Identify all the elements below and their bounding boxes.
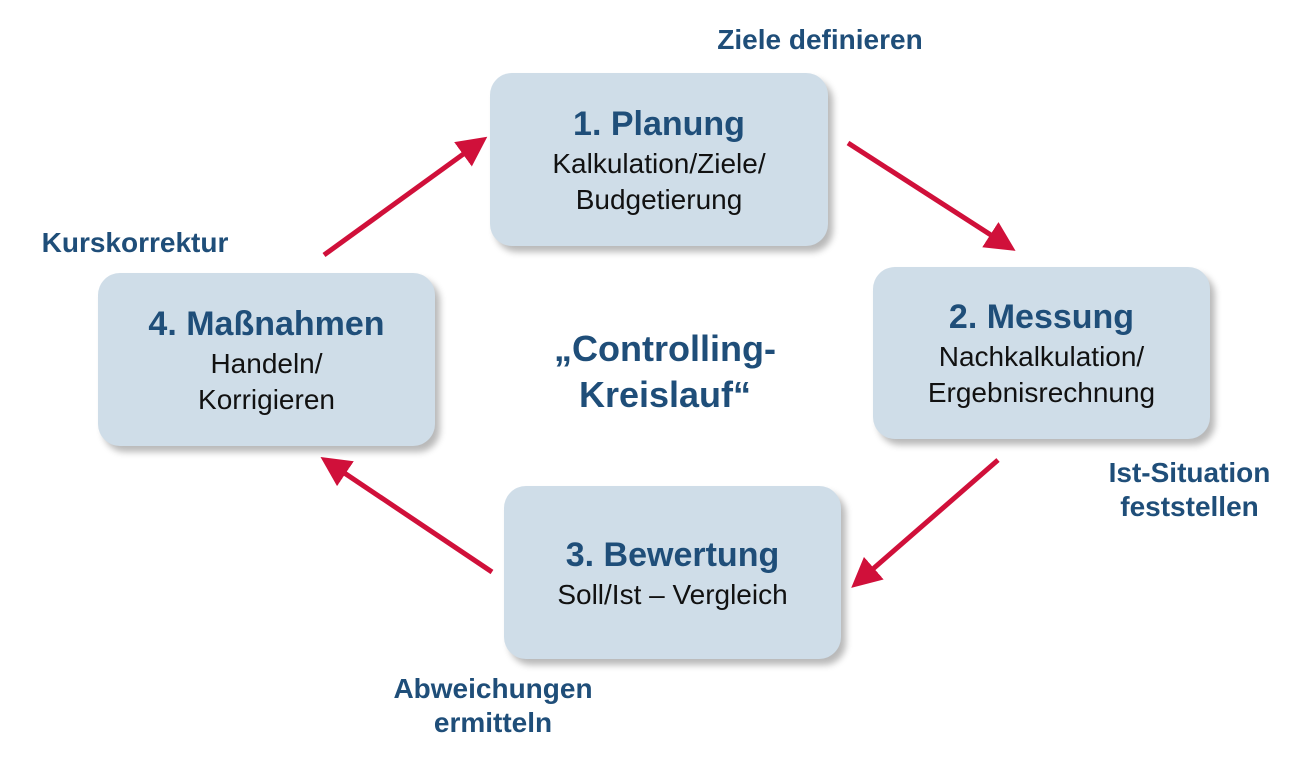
label-abweichungen-line1: Abweichungen xyxy=(393,673,593,704)
label-abweichungen: Abweichungen ermitteln xyxy=(368,672,618,740)
step-planung-line1: Kalkulation/Ziele/ xyxy=(552,147,766,179)
label-ziele-line1: Ziele definieren xyxy=(717,24,923,55)
step-bewertung-title: 3. Bewertung xyxy=(565,535,780,574)
label-ziele-definieren: Ziele definieren xyxy=(690,23,950,57)
step-planung-title: 1. Planung xyxy=(573,104,745,143)
label-abweichungen-line2: ermitteln xyxy=(433,707,553,738)
step-messung-title: 2. Messung xyxy=(948,298,1135,336)
center-title-line1: „Controlling- xyxy=(554,328,776,369)
step-massnahmen-line2: Korrigieren xyxy=(198,383,335,415)
arrow-planung-to-messung xyxy=(846,140,1016,251)
center-title: „Controlling- Kreislauf“ xyxy=(520,326,810,418)
label-kurs-line1: Kurskorrektur xyxy=(41,227,229,258)
arrow-messung-to-bewertung xyxy=(851,458,1000,588)
label-ist-situation: Ist-Situation feststellen xyxy=(1082,456,1297,524)
label-ist-line2: feststellen xyxy=(1120,491,1259,522)
step-bewertung-line1: Soll/Ist – Vergleich xyxy=(557,578,788,610)
step-messung-line2: Ergebnisrechnung xyxy=(927,377,1156,408)
arrow-massnahmen-to-planung xyxy=(322,136,488,258)
step-planung-line2: Budgetierung xyxy=(575,183,743,215)
arrow-bewertung-to-massnahmen xyxy=(320,456,494,575)
label-ist-line1: Ist-Situation xyxy=(1108,457,1271,488)
step-messung-box: 2. Messung Nachkalkulation/ Ergebnisrech… xyxy=(873,267,1210,439)
step-massnahmen-title: 4. Maßnahmen xyxy=(148,304,385,343)
step-planung-box: 1. Planung Kalkulation/Ziele/ Budgetieru… xyxy=(490,73,828,246)
step-messung-line1: Nachkalkulation/ xyxy=(938,341,1145,372)
step-massnahmen-line1: Handeln/ xyxy=(210,347,323,379)
label-kurskorrektur: Kurskorrektur xyxy=(25,226,245,260)
step-massnahmen-box: 4. Maßnahmen Handeln/ Korrigieren xyxy=(98,273,435,446)
center-title-line2: Kreislauf“ xyxy=(578,374,752,415)
step-bewertung-box: 3. Bewertung Soll/Ist – Vergleich xyxy=(504,486,841,659)
